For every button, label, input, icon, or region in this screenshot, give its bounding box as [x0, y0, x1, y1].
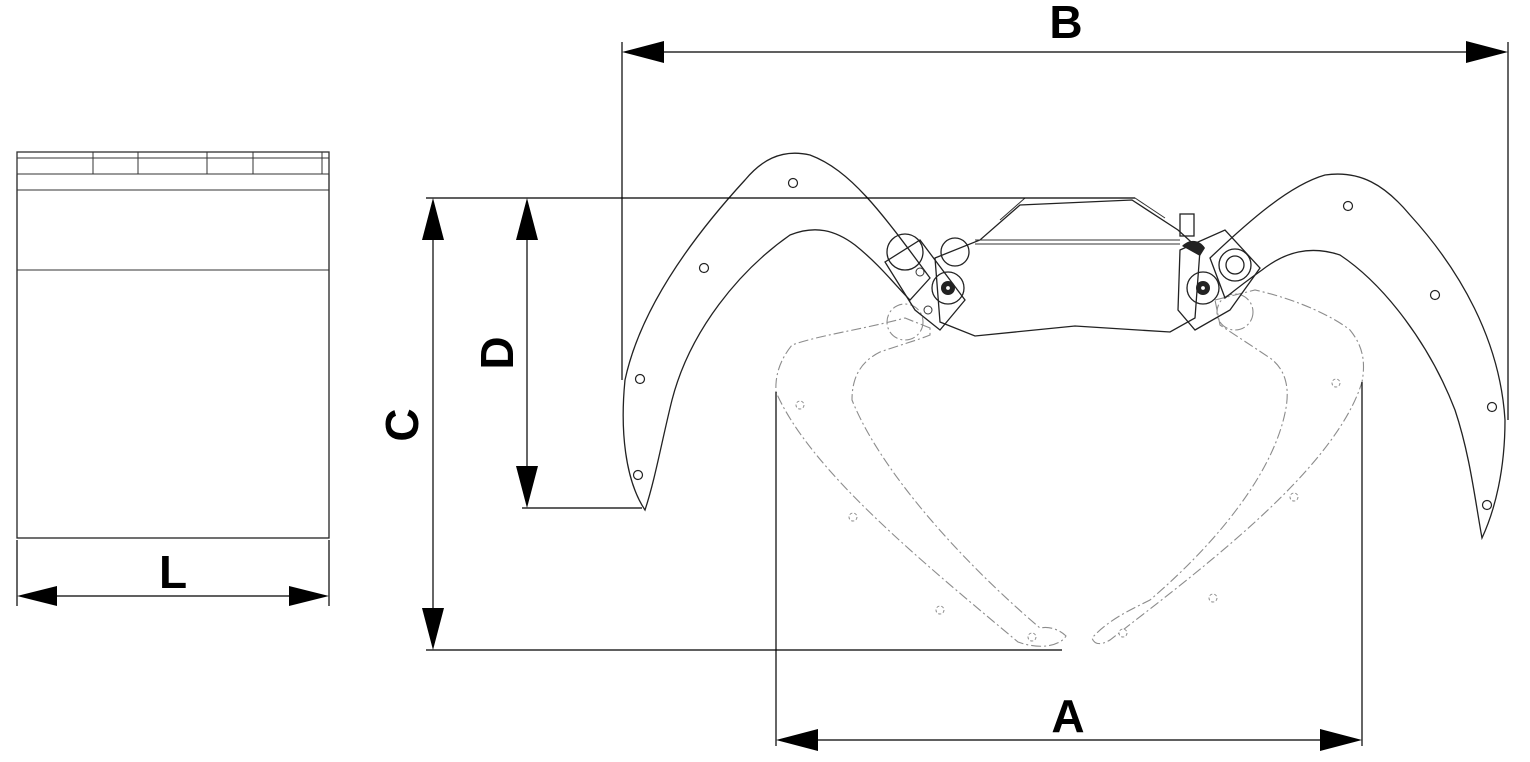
dimension-b-arrow-left — [622, 41, 664, 63]
right-closed-jaw — [1091, 289, 1365, 645]
dimension-c-arrow-top — [422, 198, 444, 240]
right-hydraulic-cap — [1218, 248, 1252, 282]
right-jaw-outline — [1209, 173, 1506, 541]
left-hydraulic-cap — [886, 233, 924, 271]
left-pivot-pin — [931, 271, 965, 305]
side-view-body — [16, 151, 330, 539]
dimension-d: D — [471, 198, 642, 509]
dimension-l-arrow-left — [17, 586, 57, 606]
dimension-a-arrow-left — [776, 729, 818, 751]
dimension-l: L — [16, 540, 330, 606]
dimension-b: B — [621, 0, 1509, 420]
dimension-a: A — [775, 382, 1363, 751]
side-view-top-bar — [16, 151, 330, 175]
dimension-c-label: C — [376, 408, 428, 441]
body-housing — [934, 199, 1201, 337]
left-jaw-outline — [622, 152, 931, 512]
dimension-d-label: D — [471, 336, 523, 369]
dimension-l-arrow-right — [289, 586, 329, 606]
grapple-body — [884, 197, 1261, 337]
dimension-l-label: L — [159, 546, 187, 598]
right-open-jaw — [1209, 173, 1506, 541]
dimension-d-arrow-bottom — [516, 466, 538, 508]
dimension-a-arrow-right — [1320, 729, 1362, 751]
dimension-a-label: A — [1051, 690, 1084, 742]
hose-fitting — [1179, 213, 1195, 237]
dimension-d-arrow-top — [516, 198, 538, 240]
dimension-b-label: B — [1049, 0, 1082, 48]
dimension-c-arrow-bottom — [422, 608, 444, 650]
dimension-b-arrow-right — [1466, 41, 1508, 63]
closed-jaws-outline — [775, 289, 1365, 647]
right-pivot-plate — [1177, 229, 1261, 331]
side-view — [16, 151, 330, 539]
dimension-c: C — [376, 197, 1135, 651]
right-pivot-pin — [1186, 271, 1220, 305]
left-closed-jaw — [775, 317, 1067, 647]
left-pivot-plate — [884, 239, 966, 331]
left-open-jaw — [622, 152, 931, 512]
